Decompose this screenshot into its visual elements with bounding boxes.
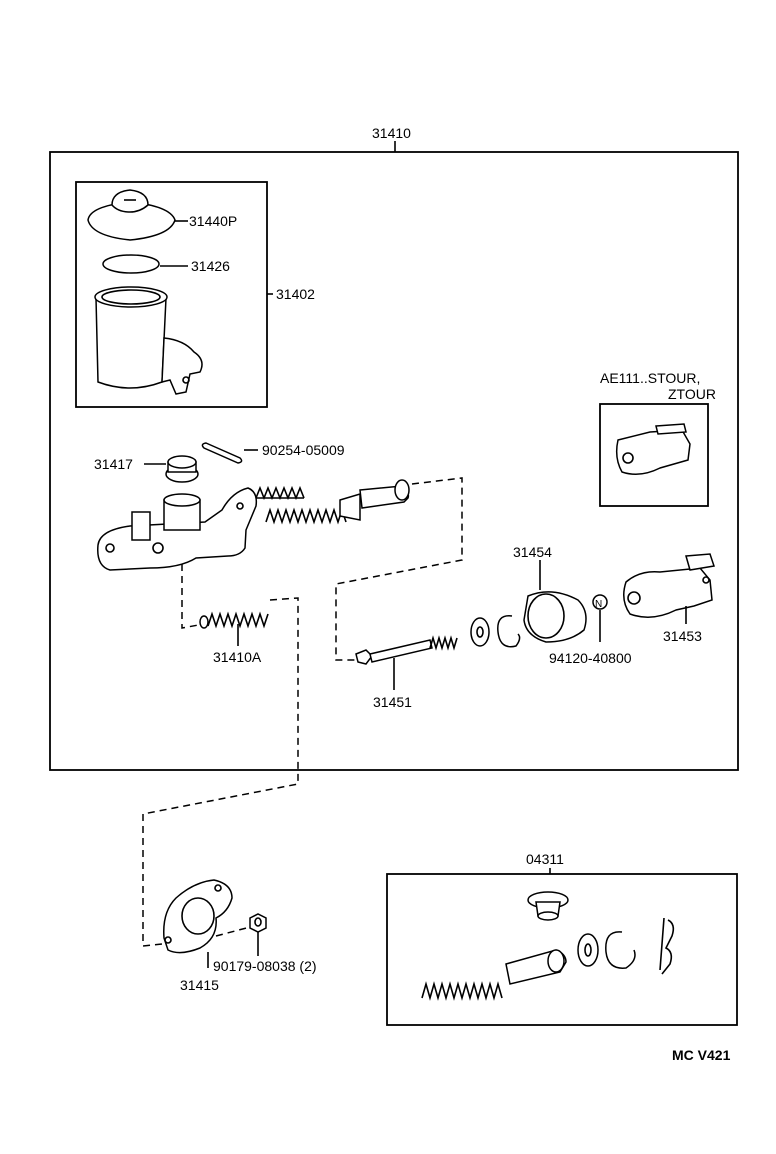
label-reservoir-cap: 31440P bbox=[189, 213, 237, 229]
variant-box: AE111..STOUR, ZTOUR bbox=[599, 370, 716, 507]
repair-kit-box: 04311 bbox=[386, 851, 738, 1026]
label-pin: 90254-05009 bbox=[262, 442, 345, 458]
label-variant-line2: ZTOUR bbox=[668, 386, 716, 402]
spring-part: 31410A bbox=[199, 611, 269, 665]
grommet-part: 31417 bbox=[94, 455, 199, 483]
label-push-rod: 31451 bbox=[373, 694, 412, 710]
diagram-code: MC V421 bbox=[672, 1047, 731, 1063]
pin-part: 90254-05009 bbox=[201, 442, 345, 464]
label-cap-seal: 31426 bbox=[191, 258, 230, 274]
label-assembly: 31410 bbox=[372, 125, 411, 141]
nut-part: 90179-08038 (2) bbox=[213, 913, 317, 974]
cap-seal-part: 31426 bbox=[102, 254, 230, 274]
push-rod-part: 31451 bbox=[355, 635, 458, 710]
push-rod-set-part: 31454 bbox=[470, 544, 587, 648]
reservoir-body-part bbox=[94, 286, 203, 395]
label-clevis: 31453 bbox=[663, 628, 702, 644]
reservoir-box: 31402 bbox=[75, 181, 315, 408]
label-repair-kit: 04311 bbox=[526, 851, 564, 867]
label-grommet: 31417 bbox=[94, 456, 133, 472]
label-gasket: 31415 bbox=[180, 977, 219, 993]
piston-coil-part bbox=[255, 485, 305, 501]
label-variant-line1: AE111..STOUR, bbox=[600, 370, 700, 386]
label-push-rod-set: 31454 bbox=[513, 544, 552, 560]
clip-symbol: N bbox=[595, 599, 602, 610]
label-reservoir-set: 31402 bbox=[276, 286, 315, 302]
label-clip: 94120-40800 bbox=[549, 650, 632, 666]
guide-lines bbox=[142, 477, 463, 947]
label-nut: 90179-08038 (2) bbox=[213, 958, 317, 974]
label-piston-spring: 31410A bbox=[213, 649, 262, 665]
cylinder-body-part bbox=[97, 487, 258, 571]
piston-assembly-part bbox=[265, 479, 410, 525]
reservoir-cap-part: 31440P bbox=[87, 189, 237, 241]
assembly-frame: 31410 bbox=[49, 125, 739, 771]
clevis-part: 31453 bbox=[623, 553, 715, 644]
clip-part: N 94120-40800 bbox=[549, 594, 632, 666]
gasket-part: 31415 bbox=[163, 879, 233, 993]
